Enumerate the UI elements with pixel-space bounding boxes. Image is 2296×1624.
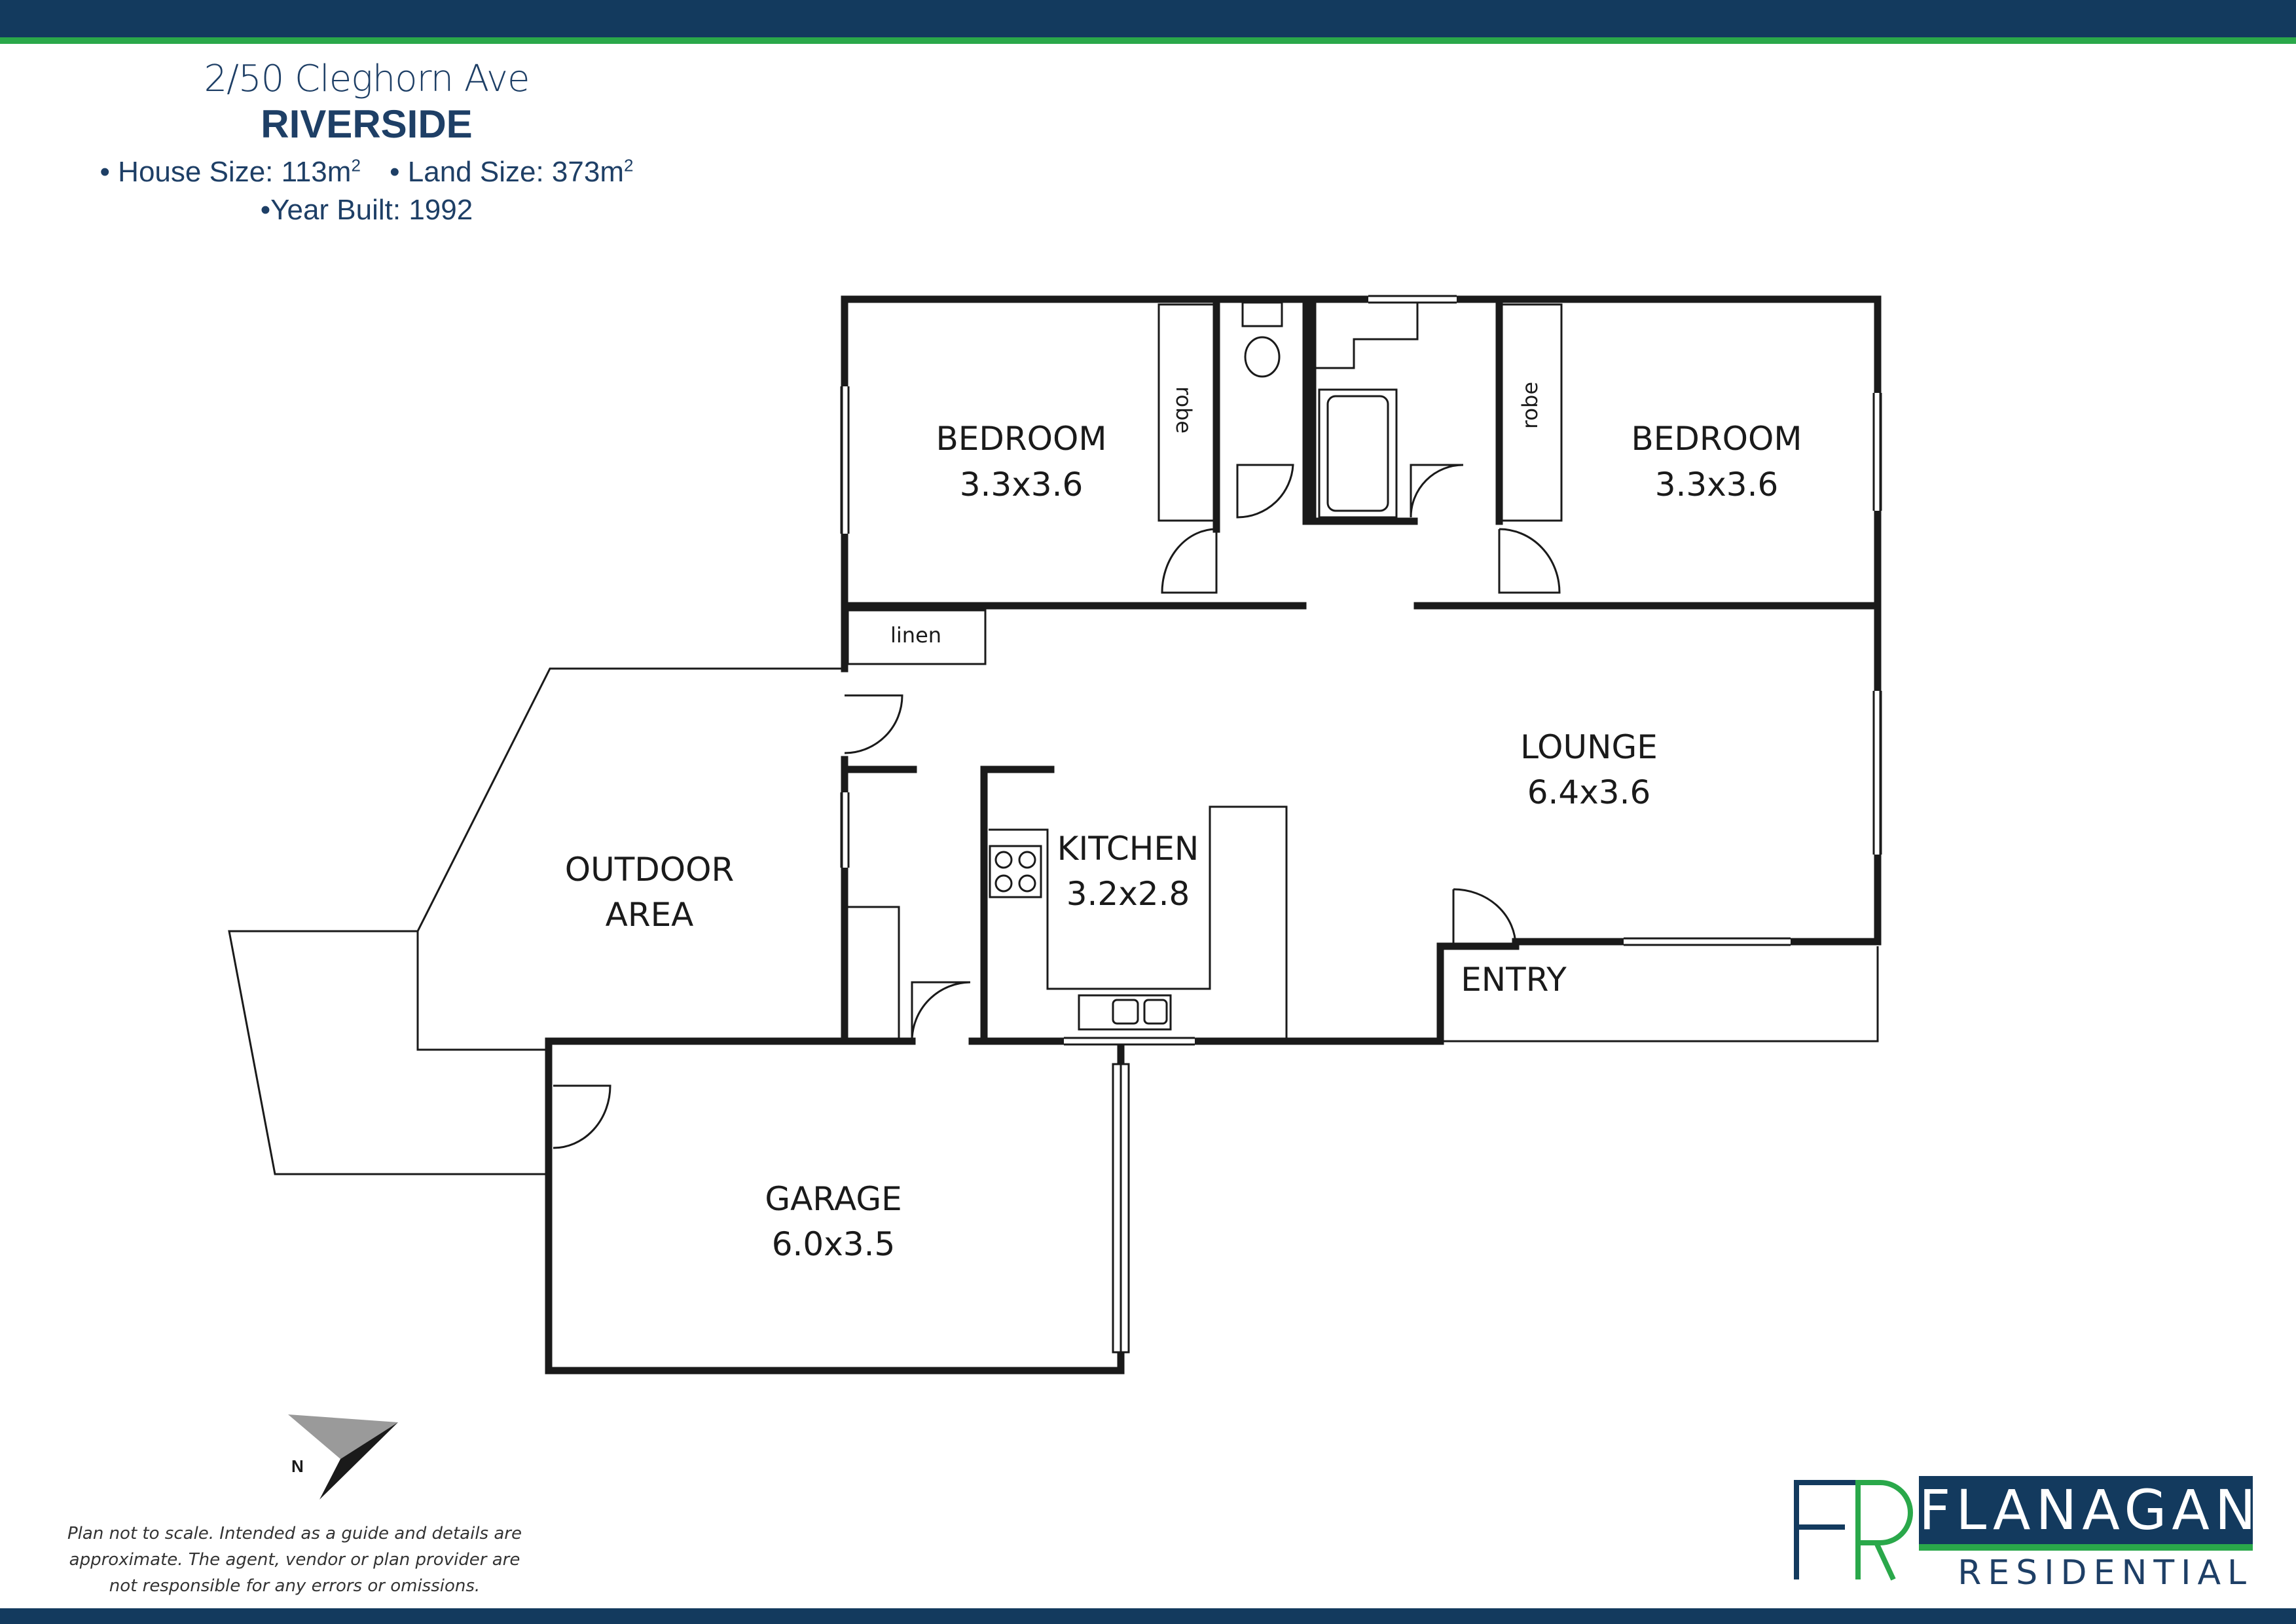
door-entry <box>1452 888 1517 948</box>
compass-label: N <box>291 1456 304 1476</box>
top-green-stripe <box>0 37 2296 44</box>
brand-name: FLANAGAN <box>1919 1478 2261 1542</box>
door-bed1 <box>1161 528 1218 594</box>
door-wc <box>1236 464 1294 519</box>
garage-name: GARAGE <box>765 1180 902 1218</box>
compass-north-icon: N <box>288 1414 398 1500</box>
bathtub <box>1318 388 1398 519</box>
toilet-bowl <box>1244 336 1281 378</box>
property-header: 2/50 Cleghorn Ave RIVERSIDE • House Size… <box>79 56 655 229</box>
door-outdoor <box>844 694 903 754</box>
bedroom-2-size: 3.3x3.6 <box>1655 466 1779 504</box>
linen-label: linen <box>890 623 941 648</box>
entry-label: ENTRY <box>1461 961 1567 999</box>
top-navy-band <box>0 0 2296 37</box>
cooktop <box>989 845 1042 898</box>
door-bath <box>1410 464 1464 518</box>
disclaimer-text: Plan not to scale. Intended as a guide a… <box>67 1524 522 1596</box>
door-laundry <box>911 981 971 1042</box>
robe-left <box>1157 303 1216 522</box>
toilet-cistern <box>1241 301 1283 327</box>
vanity <box>1313 303 1419 369</box>
lounge-size: 6.4x3.6 <box>1527 773 1651 811</box>
outdoor-deck-outline <box>228 930 549 1175</box>
size-stats: • House Size: 113m2 • Land Size: 373m2 <box>79 146 655 191</box>
brand-name-box: FLANAGAN <box>1919 1476 2261 1544</box>
outdoor-area-line1: OUTDOOR <box>565 851 734 889</box>
kitchen-name: KITCHEN <box>1057 830 1199 868</box>
year-built: •Year Built: 1992 <box>260 193 473 226</box>
bedroom-1-name: BEDROOM <box>936 420 1107 458</box>
door-garage-side <box>553 1084 611 1149</box>
house-size: • House Size: 113m2 <box>100 155 361 188</box>
address-title: 2/50 Cleghorn Ave <box>204 58 530 100</box>
kitchen-size: 3.2x2.8 <box>1066 875 1190 913</box>
entry-porch <box>1439 946 1879 1043</box>
robe-right <box>1500 303 1563 522</box>
kitchen-sink <box>1078 994 1172 1031</box>
garage-size: 6.0x3.5 <box>772 1225 896 1263</box>
brand-green-line <box>1919 1544 2253 1551</box>
bedroom-1-size: 3.3x3.6 <box>960 466 1084 504</box>
bedroom-2-name: BEDROOM <box>1631 420 1802 458</box>
robe-right-label: robe <box>1518 382 1542 429</box>
door-bed2 <box>1498 528 1561 594</box>
kitchen-bench <box>989 805 1288 1041</box>
bottom-navy-band <box>0 1608 2296 1624</box>
suburb-title: RIVERSIDE <box>261 102 473 146</box>
land-size: • Land Size: 373m2 <box>390 155 634 188</box>
thin-lines <box>228 295 1882 1362</box>
walls <box>545 295 1882 1375</box>
brand-logo: FLANAGAN RESIDENTIAL <box>1785 1476 2261 1593</box>
lounge-name: LOUNGE <box>1520 728 1658 766</box>
robe-left-label: robe <box>1171 386 1196 434</box>
outdoor-area-line2: AREA <box>606 896 694 934</box>
fr-logo-icon <box>1794 1480 1913 1581</box>
linen-cupboard <box>847 609 987 665</box>
brand-subtitle: RESIDENTIAL <box>1958 1553 2253 1593</box>
